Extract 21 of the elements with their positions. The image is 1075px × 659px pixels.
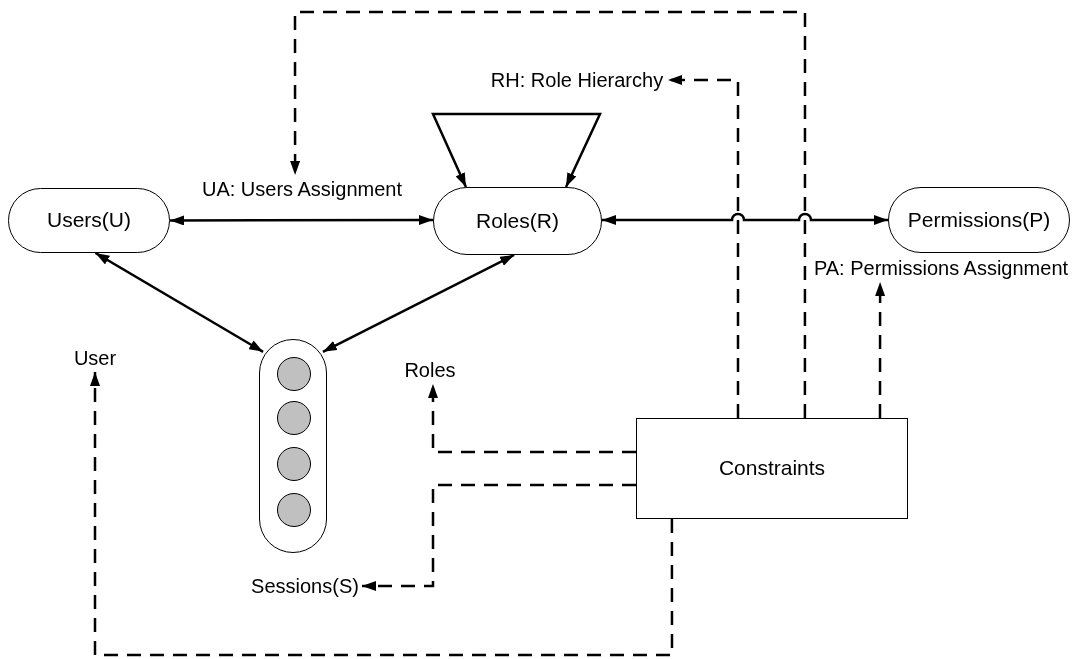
- sessions-label: Sessions(S): [248, 572, 362, 600]
- arrow: [322, 253, 515, 353]
- dashed-arrow: [362, 483, 636, 591]
- permission-assignment-label: PA: Permissions Assignment: [812, 255, 1070, 282]
- dashed-arrow: [290, 10, 807, 418]
- users-node: Users(U): [8, 188, 170, 253]
- roles-node: Roles(R): [433, 187, 602, 255]
- role-hierarchy-label: RH: Role Hierarchy: [486, 66, 668, 94]
- dashed-arrow: [875, 282, 886, 418]
- constraints-box: Constraints: [636, 418, 908, 519]
- permissions-node: Permissions(P): [888, 187, 1070, 253]
- arrow: [431, 112, 602, 188]
- arrow: [170, 215, 433, 226]
- arrow: [94, 251, 264, 353]
- arrow: [602, 212, 888, 225]
- user-assignment-label: UA: Users Assignment: [174, 175, 430, 203]
- roles-label: Roles: [396, 356, 464, 384]
- user-label: User: [66, 344, 124, 372]
- dashed-arrow: [90, 372, 674, 657]
- dashed-arrow: [668, 75, 740, 418]
- dashed-arrow: [428, 384, 636, 454]
